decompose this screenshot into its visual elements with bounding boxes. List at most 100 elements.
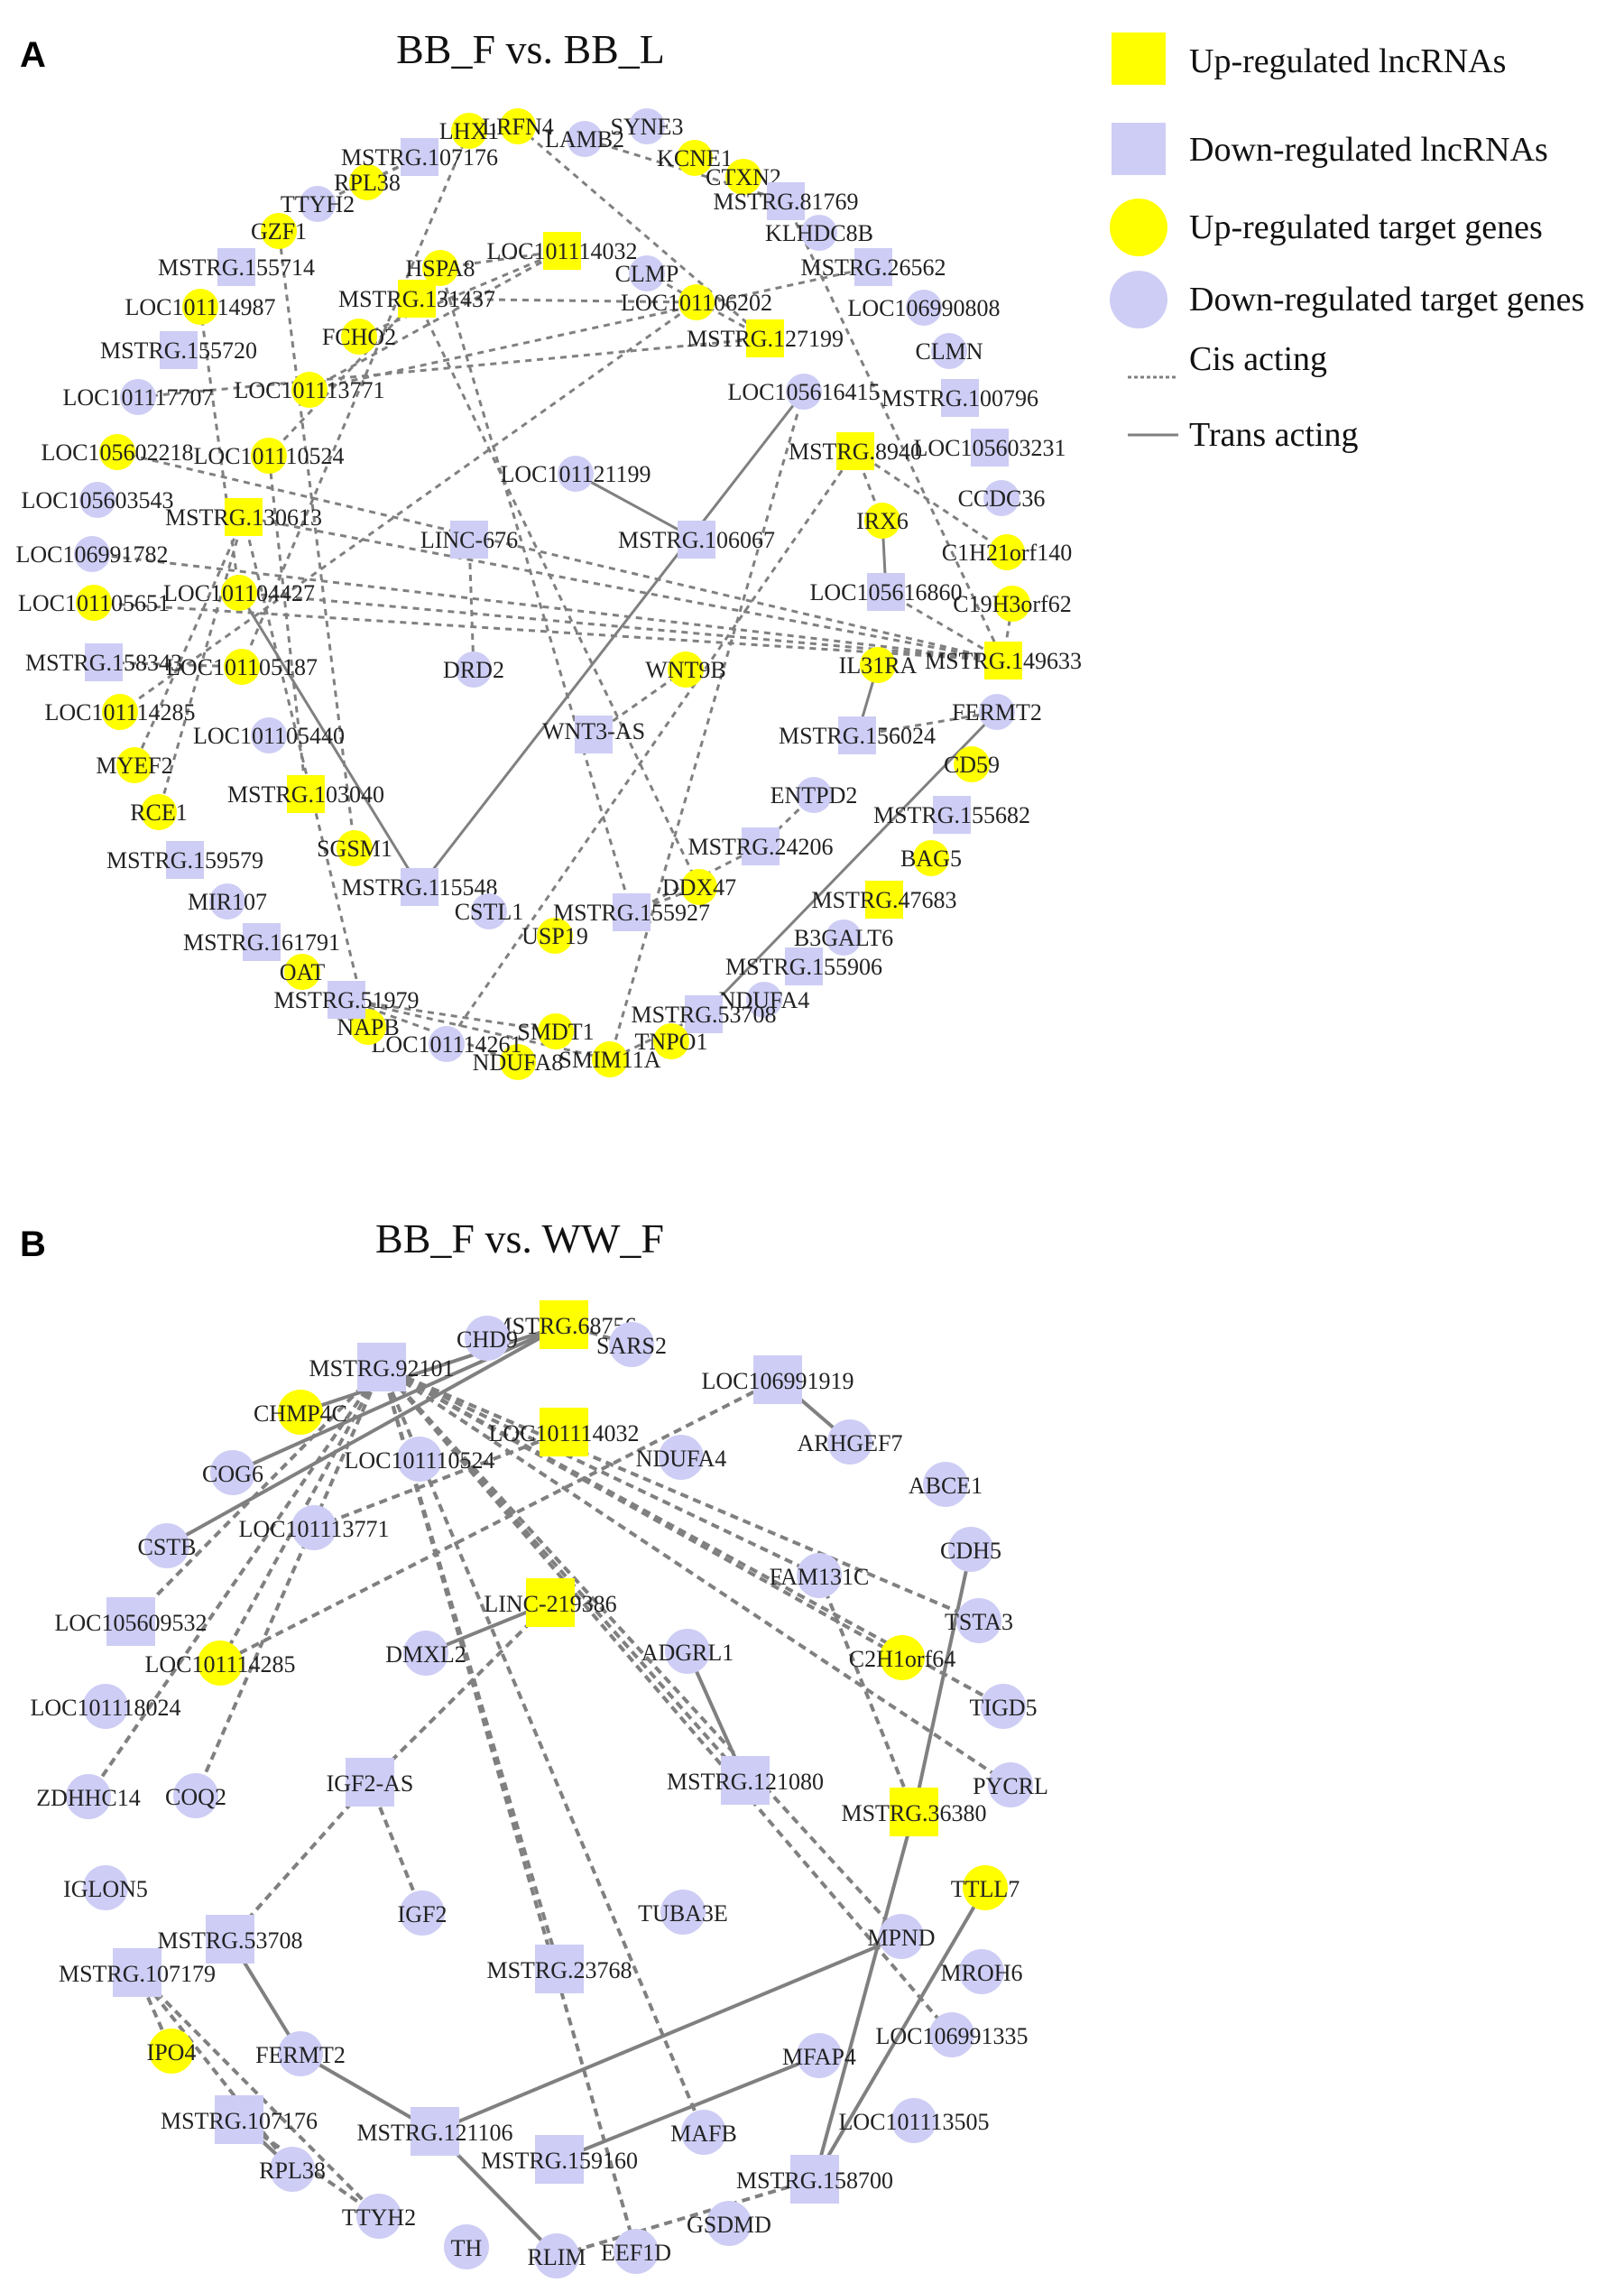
lncrna-square-icon	[678, 521, 715, 559]
node-label: GSDMD	[687, 2212, 771, 2238]
target-gene-circle-icon	[827, 1419, 872, 1465]
node-mstrg-155714: MSTRG.155714	[158, 248, 315, 286]
node-loc101114032: LOC101114032	[488, 1408, 640, 1456]
node-label: LOC101105651	[18, 590, 170, 616]
node-label: IRX6	[856, 508, 909, 534]
node-label: LOC101114285	[44, 699, 195, 725]
edge-cis-mstrg-155927-hspa8	[438, 267, 633, 913]
node-chd9: CHD9	[457, 1316, 518, 1361]
node-bag5: BAG5	[900, 840, 962, 876]
lncrna-square-icon	[357, 1343, 406, 1391]
edge-cis-mstrg-127199-lrfn4	[517, 125, 766, 340]
lncrna-square-icon	[785, 947, 823, 985]
node-gzf1: GZF1	[251, 213, 307, 249]
target-gene-circle-icon	[948, 1527, 993, 1572]
lncrna-square-icon	[767, 182, 805, 220]
node-loc105616860: LOC105616860	[810, 573, 963, 611]
target-gene-circle-icon	[270, 2147, 315, 2192]
lncrna-square-icon	[206, 1915, 254, 1964]
target-gene-circle-icon	[801, 215, 837, 251]
node-label: LOC105602218	[42, 439, 194, 466]
node-hspa8: HSPA8	[405, 250, 475, 286]
node-label: LOC101114987	[125, 294, 275, 320]
target-gene-circle-icon	[291, 372, 328, 408]
node-label: USP19	[521, 923, 588, 949]
node-cstb: CSTB	[137, 1523, 197, 1568]
target-gene-circle-icon	[665, 1629, 710, 1674]
node-loc101114285: LOC101114285	[44, 694, 196, 730]
node-label: LHX1	[439, 118, 499, 144]
target-gene-circle-icon	[209, 883, 245, 920]
node-label: MSTRG.158343	[25, 650, 182, 676]
node-label: MSTRG.149633	[925, 648, 1082, 674]
node-label: CSTL1	[455, 899, 524, 925]
node-label: C19H3orf62	[953, 591, 1071, 617]
node-loc101113771: LOC101113771	[238, 1505, 390, 1550]
node-mstrg-156024: MSTRG.156024	[779, 716, 936, 754]
edge-cis-mstrg-156024-fermt2	[856, 710, 998, 737]
lncrna-square-icon	[746, 319, 784, 357]
node-myef2: MYEF2	[96, 747, 173, 783]
node-il31ra: IL31RA	[839, 647, 918, 683]
node-mstrg-159579: MSTRG.159579	[106, 841, 263, 879]
node-sgsm1: SGSM1	[317, 830, 392, 866]
target-gene-circle-icon	[429, 1026, 465, 1062]
node-sars2: SARS2	[596, 1322, 667, 1367]
node-label: MSTRG.130613	[165, 504, 322, 531]
node-label: MSTRG.24206	[687, 834, 833, 860]
edge-cis-loc106991919-loc101114285	[219, 1378, 779, 1665]
panel-b-letter: B	[20, 1225, 46, 1264]
node-label: KLHDC8B	[765, 220, 873, 246]
target-gene-circle-icon	[891, 2098, 937, 2143]
edge-cis-loc101105187-lhx1	[240, 130, 471, 668]
target-gene-circle-icon	[300, 186, 336, 222]
lncrna-square-icon	[753, 1355, 802, 1404]
node-label: TNPO1	[635, 1029, 708, 1055]
node-label: KCNE1	[657, 145, 733, 171]
lncrna-square-icon	[328, 981, 365, 1019]
edge-cis-mstrg-51979-smdt1	[346, 998, 557, 1033]
node-label: B3GALT6	[794, 925, 893, 951]
node-ddx47: DDX47	[662, 869, 736, 905]
target-gene-circle-icon	[860, 647, 896, 683]
node-label: LOC101121199	[500, 461, 651, 487]
edge-cis-loc101114032-hspa8	[439, 249, 563, 270]
node-label: LAMB2	[545, 126, 624, 152]
target-gene-circle-icon	[349, 164, 385, 200]
lncrna-square-icon	[971, 429, 1009, 467]
target-gene-circle-icon	[120, 379, 156, 415]
target-gene-circle-icon	[653, 1023, 689, 1059]
node-mstrg-47683: MSTRG.47683	[811, 881, 957, 919]
node-mir107: MIR107	[188, 883, 267, 920]
node-label: DMXL2	[385, 1641, 466, 1668]
node-cstl1: CSTL1	[455, 893, 524, 929]
node-wnt3-as: WNT3-AS	[542, 716, 645, 753]
edge-cis-mstrg-92101-pycrl	[380, 1365, 1012, 1787]
node-label: WNT9B	[645, 657, 726, 683]
lncrna-square-icon	[411, 2107, 459, 2156]
node-clmn: CLMN	[915, 333, 983, 369]
node-label: ZDHHC14	[36, 1785, 141, 1811]
target-gene-circle-icon	[797, 2033, 842, 2078]
node-mstrg-130613: MSTRG.130613	[165, 498, 322, 536]
node-loc101105440: LOC101105440	[193, 717, 345, 753]
node-eef1d: EEF1D	[601, 2229, 671, 2274]
node-label: BAG5	[900, 846, 962, 872]
node-fam131c: FAM131C	[770, 1553, 870, 1598]
node-label: FAM131C	[770, 1564, 870, 1590]
node-mstrg-155906: MSTRG.155906	[725, 947, 882, 985]
node-iglon5: IGLON5	[63, 1865, 148, 1910]
node-loc101114987: LOC101114987	[125, 289, 276, 325]
node-mstrg-158343: MSTRG.158343	[25, 643, 182, 681]
node-label: MSTRG.51979	[273, 987, 419, 1013]
node-label: LRFN4	[482, 114, 553, 140]
lncrna-square-icon	[85, 643, 123, 681]
node-kcne1: KCNE1	[657, 140, 733, 176]
node-label: CHD9	[457, 1326, 518, 1353]
target-gene-circle-icon	[786, 374, 822, 410]
node-mstrg-159160: MSTRG.159160	[481, 2135, 638, 2184]
target-gene-circle-icon	[397, 1437, 442, 1482]
node-fermt2: FERMT2	[952, 694, 1042, 730]
target-gene-circle-icon	[278, 1390, 323, 1435]
legend-item-cis: Cis acting	[1128, 340, 1327, 379]
